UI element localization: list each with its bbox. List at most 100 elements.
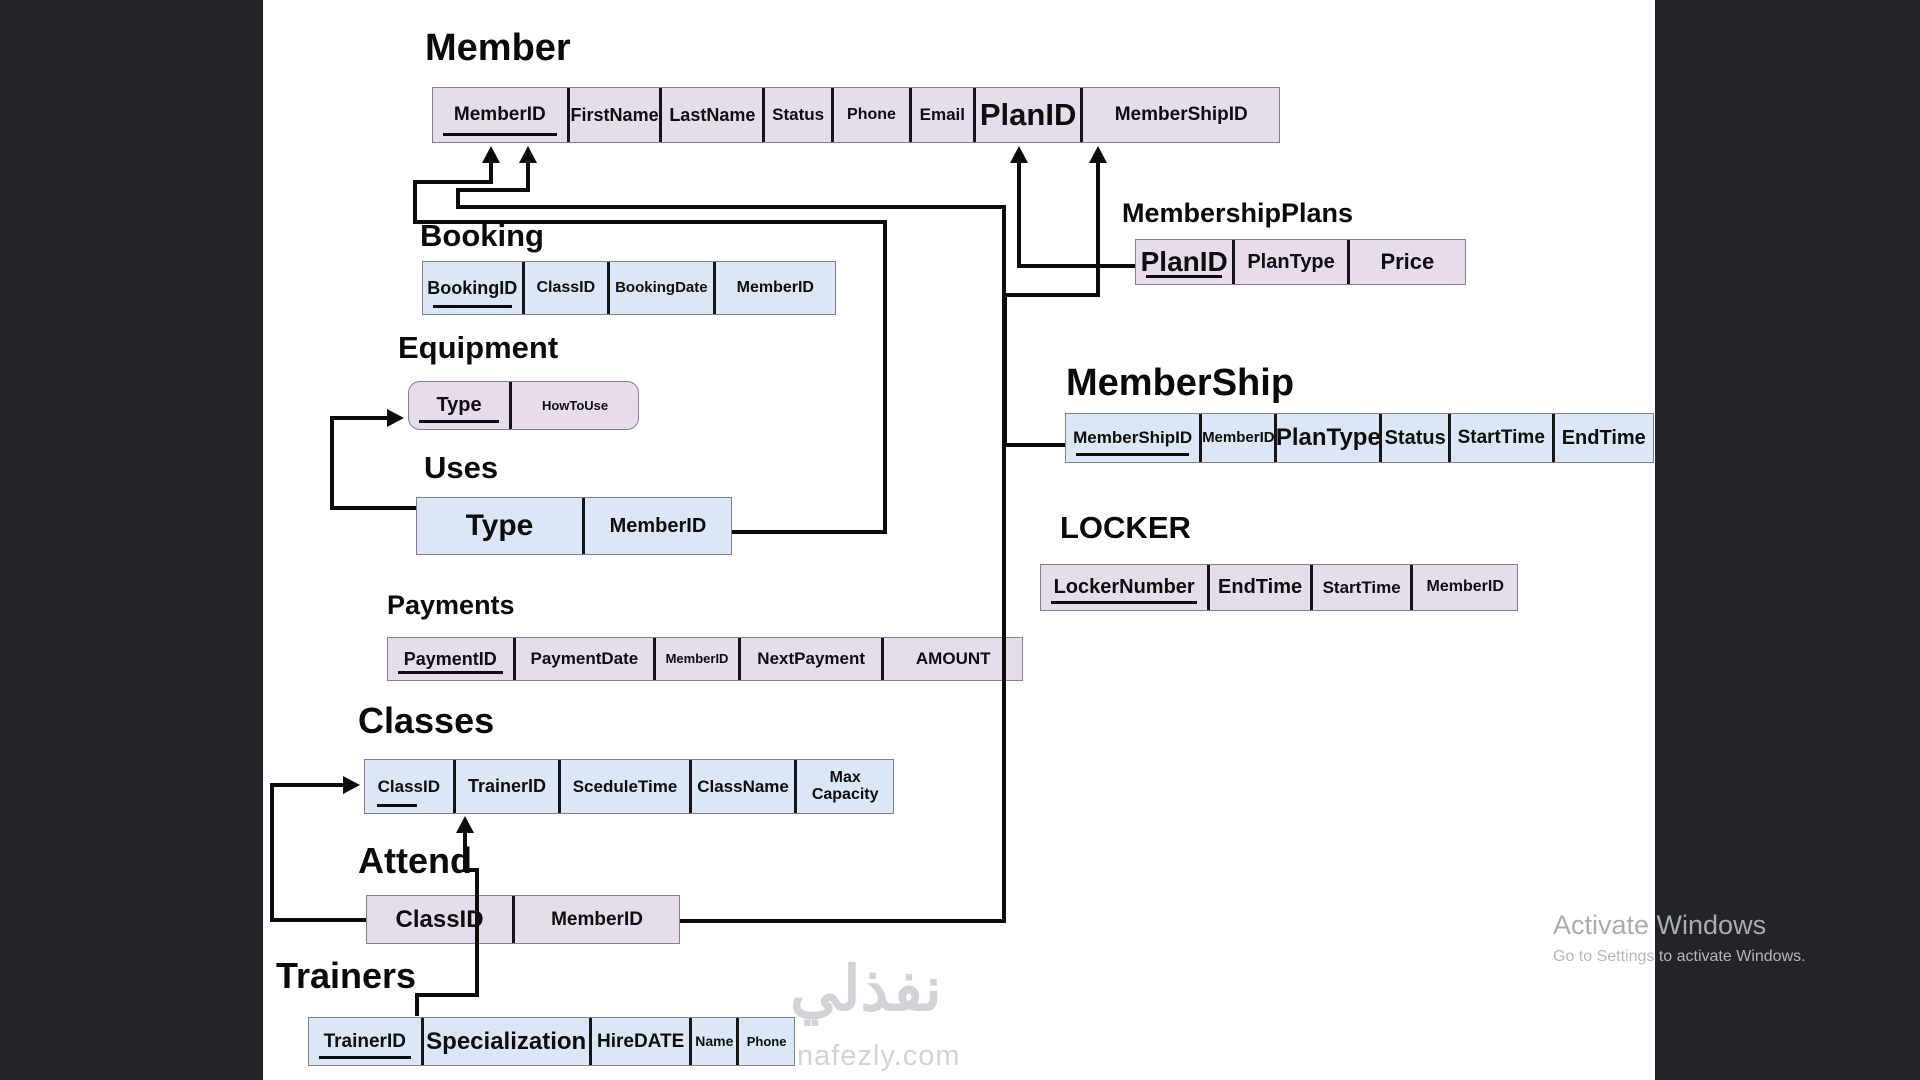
- column-cell-membershipplans-plantype: PlanType: [1235, 240, 1350, 284]
- column-cell-trainers-trainerid: TrainerID: [309, 1018, 424, 1065]
- column-label: MemberID: [1202, 429, 1275, 447]
- column-label: Type: [465, 509, 534, 543]
- column-cell-classes-max-capacity: Max Capacity: [797, 760, 893, 813]
- right-black-bar: [1655, 0, 1920, 1080]
- table-row-classes: ClassID TrainerID SceduleTime ClassName Max …: [364, 759, 894, 814]
- column-cell-membership-starttime: StartTime: [1451, 414, 1555, 462]
- column-cell-membership-status: Status: [1382, 414, 1451, 462]
- column-label: MemberID: [736, 278, 814, 296]
- column-cell-classes-sceduletime: SceduleTime: [561, 760, 692, 813]
- column-cell-trainers-name: Name: [692, 1018, 740, 1065]
- column-cell-trainers-phone: Phone: [739, 1018, 794, 1065]
- column-label: BookingID: [427, 277, 518, 298]
- column-cell-locker-memberid: MemberID: [1413, 565, 1517, 610]
- column-label: MemberID: [453, 104, 546, 126]
- column-cell-payments-nextpayment: NextPayment: [741, 638, 885, 680]
- column-cell-uses-type: Type: [417, 498, 585, 554]
- column-cell-membershipplans-planid: PlanID: [1136, 240, 1236, 284]
- column-cell-uses-memberid: MemberID: [585, 498, 731, 554]
- primary-key-underline: [419, 420, 500, 423]
- nafezly-logo-watermark: نفذلي: [790, 955, 942, 1024]
- column-cell-locker-starttime: StartTime: [1313, 565, 1414, 610]
- column-label: Price: [1380, 249, 1435, 275]
- table-row-membershipplans: PlanID PlanType Price: [1135, 239, 1466, 285]
- column-label: MemberID: [551, 908, 643, 930]
- column-label: LockerNumber: [1053, 576, 1195, 598]
- column-cell-booking-memberid: MemberID: [716, 262, 835, 314]
- column-cell-attend-classid: ClassID: [367, 896, 516, 943]
- column-label: FirstName: [570, 104, 659, 125]
- connector-membership-id-to-member: [1003, 152, 1100, 447]
- column-cell-member-status: Status: [765, 88, 835, 142]
- column-label: ClassID: [395, 905, 484, 933]
- primary-key-underline: [319, 1056, 411, 1059]
- primary-key-underline: [1076, 453, 1190, 456]
- table-title-membershipplans: MembershipPlans: [1122, 198, 1354, 228]
- column-label: HireDATE: [596, 1030, 685, 1052]
- table-title-uses: Uses: [424, 450, 499, 485]
- primary-key-underline: [1146, 275, 1223, 278]
- column-label: Name: [695, 1033, 734, 1050]
- table-title-member: Member: [425, 27, 571, 69]
- arrowhead-membership-id-to-member: [1089, 146, 1107, 163]
- column-cell-payments-paymentdate: PaymentDate: [516, 638, 657, 680]
- column-label: ClassID: [536, 278, 596, 296]
- primary-key-underline: [377, 804, 417, 807]
- table-title-payments: Payments: [387, 590, 515, 620]
- arrowhead-trainers-id-to-classes: [456, 816, 474, 833]
- column-label: Email: [919, 105, 965, 125]
- table-row-booking: BookingID ClassID BookingDate MemberID: [422, 261, 836, 315]
- column-label: ClassName: [697, 776, 789, 796]
- column-cell-membership-membershipid: MemberShipID: [1066, 414, 1203, 462]
- connector-attend-memberid-to-member: [456, 152, 1006, 923]
- table-title-membership: MemberShip: [1066, 362, 1295, 404]
- column-label: TrainerID: [323, 1030, 406, 1052]
- column-label: SceduleTime: [572, 776, 678, 796]
- column-label: MemberID: [665, 651, 729, 667]
- column-cell-booking-bookingid: BookingID: [423, 262, 525, 314]
- column-label: BookingDate: [615, 279, 708, 297]
- column-cell-membership-plantype: PlanType: [1275, 414, 1383, 462]
- column-cell-member-memberid: MemberID: [433, 88, 570, 142]
- table-row-equipment: Type HowToUse: [408, 381, 639, 430]
- column-label: MemberShipID: [1114, 104, 1248, 126]
- column-cell-classes-classname: ClassName: [692, 760, 798, 813]
- column-cell-membershipplans-price: Price: [1350, 240, 1465, 284]
- column-cell-attend-memberid: MemberID: [515, 896, 679, 943]
- activate-windows-text: Activate Windows: [1553, 910, 1767, 940]
- column-label: AMOUNT: [915, 649, 991, 669]
- table-title-equipment: Equipment: [398, 330, 559, 365]
- connector-uses-type-to-equipment: [330, 416, 416, 510]
- column-cell-equipment-howtouse: HowToUse: [512, 382, 638, 429]
- column-label: StartTime: [1457, 427, 1545, 449]
- arrowhead-uses-memberid-to-member: [482, 146, 500, 163]
- column-label: MemberShipID: [1073, 428, 1193, 448]
- column-label: MemberID: [609, 514, 707, 537]
- column-label: PlanType: [1275, 424, 1381, 452]
- table-title-locker: LOCKER: [1060, 510, 1191, 545]
- activate-windows-subtext: Go to Settings to activate Windows.: [1553, 948, 1806, 965]
- column-label: Phone: [847, 105, 896, 123]
- column-cell-equipment-type: Type: [409, 382, 513, 429]
- nafezly-site-watermark: nafezly.com: [797, 1040, 961, 1072]
- table-title-trainers: Trainers: [276, 955, 417, 996]
- primary-key-underline: [433, 305, 512, 308]
- connector-uses-memberid-to-member: [413, 152, 887, 534]
- column-cell-classes-classid: ClassID: [365, 760, 456, 813]
- column-label: PlanType: [1247, 250, 1335, 273]
- column-cell-payments-amount: AMOUNT: [884, 638, 1022, 680]
- column-cell-locker-endtime: EndTime: [1210, 565, 1313, 610]
- column-cell-classes-trainerid: TrainerID: [456, 760, 562, 813]
- column-label: HowToUse: [541, 397, 609, 413]
- column-cell-member-email: Email: [912, 88, 976, 142]
- column-label: Phone: [746, 1033, 787, 1049]
- table-title-classes: Classes: [358, 700, 495, 741]
- column-label: TrainerID: [467, 776, 546, 797]
- arrowhead-plans-planid-to-member: [1010, 146, 1028, 163]
- column-cell-trainers-specialization: Specialization: [424, 1018, 592, 1065]
